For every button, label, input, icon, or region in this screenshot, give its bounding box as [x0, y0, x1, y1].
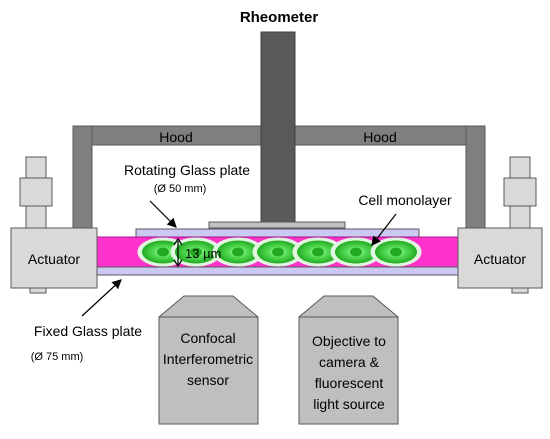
left-actuator [10, 156, 98, 294]
right-actuator-foot [511, 287, 529, 294]
right-actuator-stem [509, 205, 531, 230]
cell-monolayer-arrow [371, 213, 397, 246]
cell [212, 237, 264, 267]
sensor-line-1: Confocal [180, 330, 235, 346]
left-actuator-knob-mid [19, 177, 53, 207]
gap-label: 13 µm [185, 246, 221, 261]
rotating-plate-label: Rotating Glass plate [124, 162, 250, 178]
cell [370, 237, 422, 267]
objective-line-1: Objective to [312, 333, 386, 349]
rheometer-head-plate [208, 221, 346, 229]
right-actuator [457, 156, 543, 294]
fixed-glass-plate [96, 266, 462, 276]
sensor-line-3: sensor [187, 372, 229, 388]
objective-line-4: light source [313, 396, 385, 412]
right-actuator-label: Actuator [474, 251, 526, 267]
right-actuator-knob-mid [503, 177, 537, 207]
confocal-sensor [158, 295, 259, 425]
cell [330, 237, 382, 267]
rotating-glass-plate [135, 228, 420, 238]
sensor-line-2: Interferometric [163, 351, 253, 367]
right-actuator-body [457, 227, 543, 289]
rotating-plate-arrow [149, 200, 177, 228]
objective [298, 295, 399, 425]
cell [252, 237, 304, 267]
hood-right-leg [465, 125, 486, 245]
left-actuator-body [10, 227, 98, 289]
cell-monolayer [137, 237, 422, 267]
objective-line-2: camera & [319, 354, 380, 370]
cell-monolayer-label: Cell monolayer [358, 192, 452, 208]
objective-line-3: fluorescent [315, 375, 384, 391]
left-actuator-knob-top [25, 156, 47, 180]
hood-left-label: Hood [159, 129, 192, 145]
rheometer-shaft [260, 31, 296, 225]
fixed-plate-label: Fixed Glass plate [34, 323, 142, 339]
gap-indicator [173, 237, 183, 268]
rheometer-title: Rheometer [240, 9, 319, 26]
left-actuator-label: Actuator [28, 251, 80, 267]
fixed-plate-arrow [81, 279, 122, 317]
rotating-plate-size: (Ø 50 mm) [154, 183, 207, 195]
fixed-plate-size: (Ø 75 mm) [31, 351, 84, 363]
left-actuator-stem [25, 205, 47, 230]
hood-left-leg [72, 125, 93, 245]
hood-right-label: Hood [363, 129, 396, 145]
right-actuator-knob-top [509, 156, 531, 180]
left-actuator-foot [29, 287, 47, 294]
